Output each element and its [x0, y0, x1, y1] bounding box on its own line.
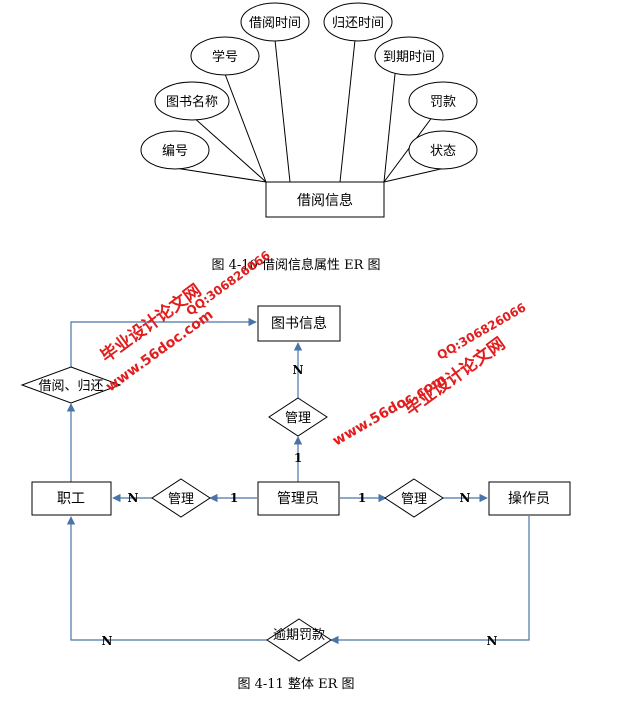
attribute-id: 编号: [140, 130, 210, 170]
connector-student-id: [224, 73, 267, 183]
connector-due-time: [383, 73, 396, 183]
entity-admin: 管理员: [257, 481, 340, 516]
relationship-manage-operator: 管理: [384, 478, 444, 518]
entity-label: 借阅信息: [297, 192, 353, 209]
connector-fine-to-staff: [66, 516, 267, 641]
cardinality-book-n: N: [293, 363, 304, 377]
relationship-label: 管理: [168, 492, 194, 507]
entity-label: 职工: [57, 491, 85, 507]
connector-operator-to-fine: [330, 516, 530, 645]
attribute-label: 借阅时间: [249, 16, 301, 31]
entity-book-info: 图书信息: [257, 305, 341, 342]
attribute-status: 状态: [408, 130, 478, 170]
attribute-label: 学号: [212, 49, 238, 65]
relationship-manage-staff: 管理: [151, 478, 211, 518]
connector-id: [174, 167, 267, 183]
attribute-borrow-time: 借阅时间: [240, 2, 310, 42]
attribute-student-id: 学号: [190, 36, 260, 76]
attribute-return-time: 归还时间: [323, 2, 393, 42]
attribute-label: 归还时间: [332, 16, 384, 31]
entity-label: 操作员: [508, 491, 550, 507]
figure-4-11: 图书信息 借阅、归还 管理 职工 管理 管理员 管理: [20, 305, 571, 692]
entity-borrow-info: 借阅信息: [265, 181, 385, 218]
attribute-label: 编号: [162, 144, 188, 159]
entity-label: 图书信息: [271, 315, 327, 332]
cardinality-fine-left-n: N: [102, 634, 113, 648]
attribute-book-name: 图书名称: [154, 81, 230, 121]
relationship-manage-book: 管理: [268, 397, 328, 437]
connector-status: [383, 167, 446, 183]
attribute-label: 到期时间: [383, 50, 435, 65]
relationship-label: 管理: [285, 411, 311, 426]
relationship-label: 管理: [401, 492, 427, 507]
figure-caption-4-10: 图 4-10 借阅信息属性 ER 图: [211, 257, 380, 273]
entity-label: 管理员: [277, 491, 319, 507]
cardinality-fine-right-n: N: [487, 634, 498, 648]
attribute-fine: 罚款: [408, 81, 478, 121]
entity-operator: 操作员: [488, 481, 571, 516]
cardinality-admin-staff-1: 1: [230, 491, 238, 505]
relationship-connectors: [66, 317, 530, 645]
attribute-label: 状态: [430, 144, 456, 159]
attribute-label: 图书名称: [166, 94, 218, 110]
relationship-label: 逾期罚款: [273, 628, 325, 643]
relationship-borrow-return: 借阅、归还: [20, 366, 122, 404]
connector-fine: [383, 115, 434, 183]
relationship-overdue-fine: 逾期罚款: [266, 618, 332, 662]
attribute-label: 罚款: [430, 95, 456, 110]
figure-4-10: 编号 图书名称 学号 借阅时间 归还时间 到期时间 罚款 状态: [140, 2, 478, 273]
attribute-due-time: 到期时间: [374, 36, 444, 76]
cardinality-admin-operator-1: 1: [358, 491, 366, 505]
connector-return-time: [339, 39, 356, 183]
cardinality-operator-n: N: [460, 491, 471, 505]
connector-borrow-time: [274, 39, 291, 183]
connector-borrow-to-book: [70, 317, 257, 367]
cardinality-admin-book-1: 1: [294, 451, 302, 465]
figure-caption-4-11: 图 4-11 整体 ER 图: [237, 677, 354, 692]
cardinality-labels: N 1 N 1 1 N N N: [102, 363, 498, 648]
attribute-connectors: [174, 39, 446, 183]
relationship-label: 借阅、归还: [38, 379, 103, 394]
connector-book-name: [191, 115, 267, 183]
entity-staff: 职工: [31, 481, 112, 516]
cardinality-staff-n: N: [128, 491, 139, 505]
